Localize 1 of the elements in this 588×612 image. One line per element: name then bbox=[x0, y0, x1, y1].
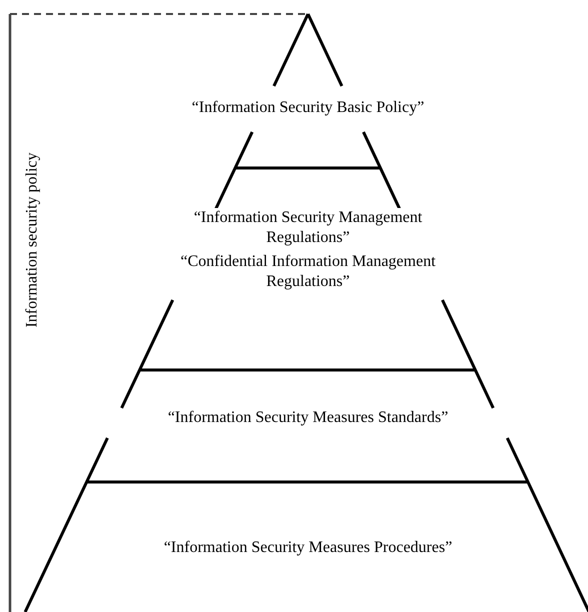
bracket-label: Information security policy bbox=[23, 152, 42, 328]
